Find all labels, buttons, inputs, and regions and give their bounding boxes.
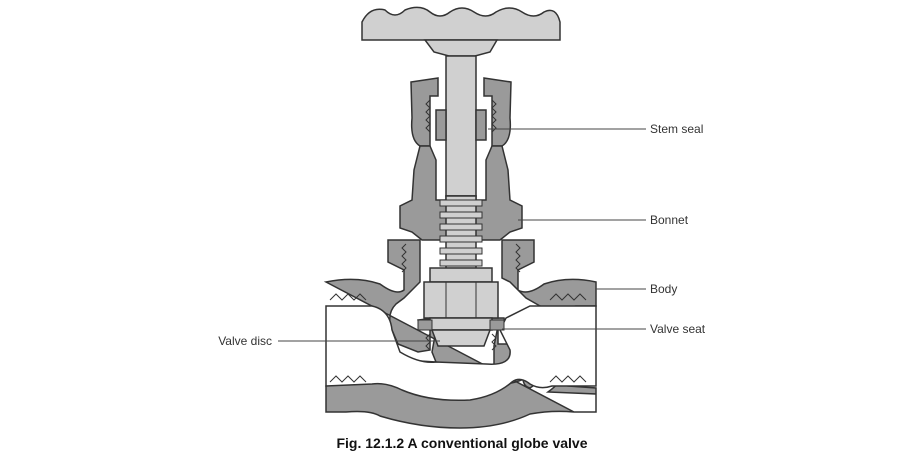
valve-stem bbox=[445, 55, 477, 197]
label-stem-seal: Stem seal bbox=[650, 122, 703, 136]
valve-disc bbox=[430, 329, 492, 347]
figure-caption: Fig. 12.1.2 A conventional globe valve bbox=[336, 435, 587, 451]
disc-holder bbox=[423, 267, 499, 331]
pipe-threads bbox=[329, 243, 587, 383]
label-valve-seat: Valve seat bbox=[650, 322, 706, 336]
label-bonnet: Bonnet bbox=[650, 213, 689, 227]
valve-seat bbox=[417, 319, 505, 351]
handwheel bbox=[361, 6, 561, 57]
stem-seal-packing bbox=[435, 109, 487, 141]
label-body: Body bbox=[650, 282, 677, 296]
stem-threads bbox=[439, 195, 483, 273]
label-valve-disc: Valve disc bbox=[218, 334, 272, 348]
pipe-bore bbox=[325, 305, 597, 402]
